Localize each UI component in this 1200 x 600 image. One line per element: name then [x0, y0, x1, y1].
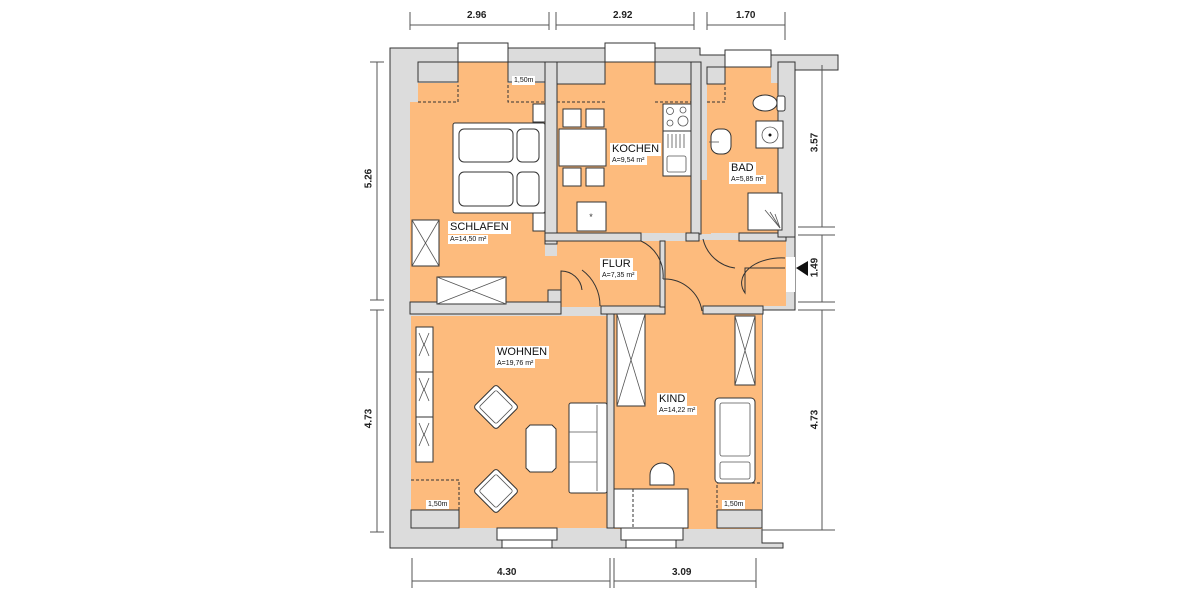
wardrobe: [411, 219, 440, 267]
shelf-unit: [415, 326, 434, 463]
room-name-kochen: KOCHEN: [610, 143, 662, 156]
dimension-top-2: 2.92: [613, 10, 633, 21]
dimension-bottom-1: 4.30: [497, 567, 517, 578]
kitchen-sink: [662, 130, 692, 177]
sofa: [568, 402, 608, 494]
room-area-flur: A=7,35 m²: [600, 271, 637, 280]
desk: [613, 488, 689, 529]
coffee-table: [525, 424, 557, 473]
dimension-right-3: 4.73: [809, 409, 821, 430]
fridge: *: [576, 201, 607, 232]
room-area-wohnen: A=19,76 m²: [495, 359, 536, 368]
ceiling-height-marker: 1,50m: [426, 500, 450, 509]
doors: [560, 238, 786, 312]
interior-walls: [409, 61, 796, 529]
armchair: [474, 385, 518, 429]
room-name-kind: KIND: [657, 393, 688, 406]
dimension-top-3: 1.70: [736, 10, 756, 21]
room-name-wohnen: WOHNEN: [495, 346, 550, 359]
ceiling-height-marker: 1,50m: [722, 500, 746, 509]
entrance-arrow-icon: [796, 261, 808, 276]
dimension-lines: [370, 12, 835, 588]
dimension-right-2: 1.49: [809, 257, 821, 278]
toilet: [752, 94, 786, 112]
ceiling-height-marker: 1,50m: [512, 76, 536, 85]
dimension-left-1: 5.26: [363, 168, 375, 189]
dimension-left-2: 4.73: [363, 408, 375, 429]
room-area-bad: A=5,85 m²: [729, 175, 766, 184]
room-name-schlafen: SCHLAFEN: [448, 221, 511, 234]
dimension-bottom-2: 3.09: [672, 567, 692, 578]
armchair: [474, 469, 518, 513]
desk-chair: [649, 462, 675, 486]
windows: [457, 42, 772, 549]
room-name-flur: FLUR: [600, 258, 633, 271]
wardrobe: [436, 276, 507, 305]
bed-double: [452, 122, 546, 214]
room-area-kochen: A=9,54 m²: [610, 156, 647, 165]
dimension-right-1: 3.57: [809, 132, 821, 153]
bathroom-sink: [709, 128, 732, 155]
nightstand: [532, 103, 546, 123]
wardrobe: [616, 313, 646, 407]
room-area-schlafen: A=14,50 m²: [448, 235, 489, 244]
room-area-kind: A=14,22 m²: [657, 406, 698, 415]
wardrobe: [734, 315, 756, 386]
svg-text:*: *: [589, 212, 593, 222]
dimension-top-1: 2.96: [467, 10, 487, 21]
room-name-bad: BAD: [729, 162, 756, 175]
bed-single: [714, 397, 756, 484]
washing-machine: [755, 120, 784, 149]
dining-set: [558, 108, 607, 187]
entry-opening: [786, 257, 795, 292]
stove: [662, 103, 692, 132]
nightstand: [532, 212, 546, 232]
shower: [747, 192, 783, 231]
